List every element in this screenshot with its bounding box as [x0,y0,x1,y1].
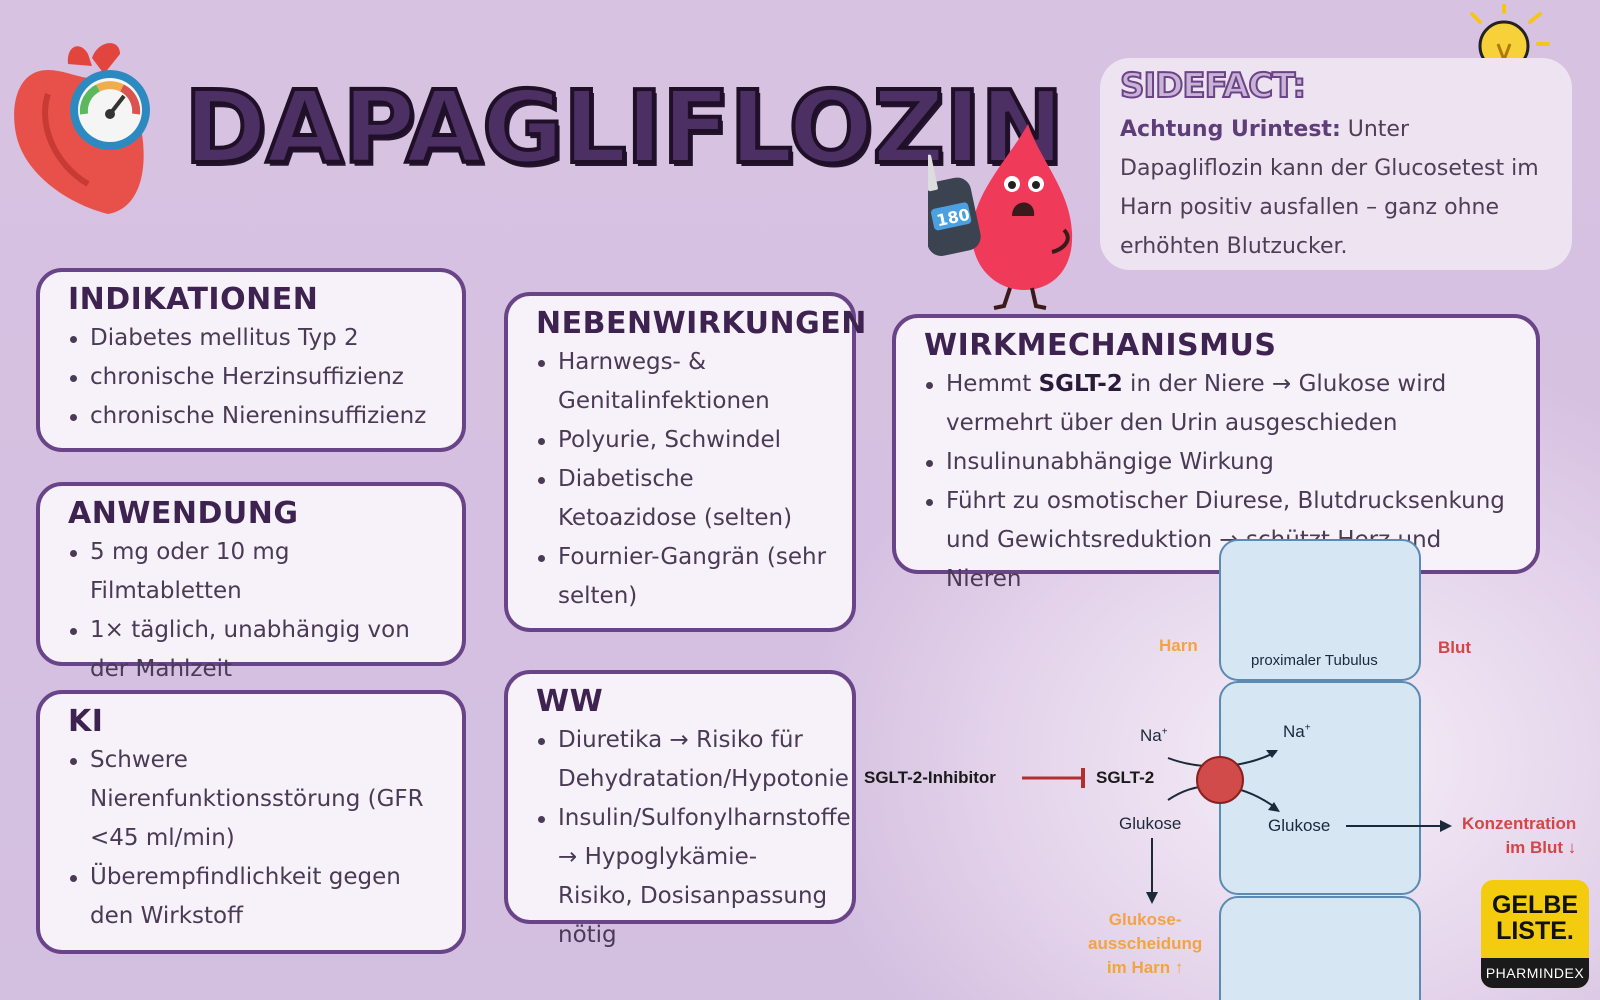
list-item: chronische Herzinsuffizienz [70,358,440,397]
list-item: Diabetische Ketoazidose (selten) [538,460,830,538]
nebenwirkungen-list: Harnwegs- & Genitalinfektionen Polyurie,… [536,343,830,616]
tubulus-cell-bottom [1219,896,1421,1000]
item-text: in der Niere → Glukose wird vermehrt übe… [946,371,1447,436]
sglt2-transporter [1196,756,1244,804]
card-anwendung: ANWENDUNG 5 mg oder 10 mg Filmtabletten … [36,482,466,682]
harn-label: Harn [1159,636,1198,655]
card-ki: KI Schwere Nierenfunktionsstörung (GFR <… [36,690,466,954]
tubulus-cell-top [1219,539,1421,681]
card-wirkmechanismus: WIRKMECHANISMUS Hemmt SGLT-2 in der Nier… [892,314,1540,592]
list-item: Polyurie, Schwindel [538,421,830,460]
logo-line: PHARMINDEX [1481,958,1589,988]
card-heading: WW [536,684,604,719]
konzentration-line: im Blut ↓ [1505,838,1577,857]
list-item: 1× täglich, unabhängig von der Mahlzeit [70,611,440,689]
card-heading: INDIKATIONEN [68,282,319,317]
list-item: Insulin/Sulfonylharnstoffe → Hypoglykämi… [538,799,851,955]
tubulus-cell-middle [1219,681,1421,895]
card-ww: WW Diuretika → Risiko für Dehydratation/… [504,670,856,948]
ki-list: Schwere Nierenfunktionsstörung (GFR <45 … [68,741,440,936]
sglt2-label: SGLT-2 [1096,768,1155,787]
list-item: Insulinunabhängige Wirkung [926,443,1514,482]
list-item: Überempfindlichkeit gegen den Wirkstoff [70,858,440,936]
list-item: Hemmt SGLT-2 in der Niere → Glukose wird… [926,365,1514,443]
sidefact-lead: Achtung Urintest: [1120,117,1341,142]
na-text: Na [1283,722,1305,741]
list-item: Diabetes mellitus Typ 2 [70,319,440,358]
na-text: Na [1140,726,1162,745]
gelbe-liste-logo: GELBE LISTE. PHARMINDEX [1481,880,1589,988]
blut-label: Blut [1438,638,1472,657]
na-right-label: Na+ [1283,722,1311,742]
sidefact-body: Unter Dapagliflozin kann der Glucosetest… [1120,117,1539,259]
ausscheidung-line: Glukose- [1108,910,1182,929]
inhibitor-label: SGLT-2-Inhibitor [864,768,996,787]
sidefact-text: Achtung Urintest: Unter Dapagliflozin ka… [1120,110,1554,266]
glukose-left-label: Glukose [1119,814,1182,833]
item-bold: SGLT-2 [1038,371,1123,397]
logo-line: LISTE. [1496,917,1574,945]
ausscheidung-line: ausscheidung [1088,934,1203,953]
heart-gauge-icon [14,43,150,214]
na-charge: + [1304,722,1311,734]
list-item: chronische Niereninsuffizienz [70,397,440,436]
card-heading: WIRKMECHANISMUS [924,328,1277,363]
ww-list: Diuretika → Risiko für Dehydratation/Hyp… [536,721,851,955]
list-item: 5 mg oder 10 mg Filmtabletten [70,533,440,611]
ausscheidung-line: im Harn ↑ [1106,958,1184,977]
list-item: Harnwegs- & Genitalinfektionen [538,343,830,421]
sidefact-box: SIDEFACT: Achtung Urintest: Unter Dapagl… [1100,58,1572,270]
card-indikationen: INDIKATIONEN Diabetes mellitus Typ 2 chr… [36,268,466,452]
item-text: Hemmt [946,371,1039,397]
card-nebenwirkungen: NEBENWIRKUNGEN Harnwegs- & Genitalinfekt… [504,292,867,632]
page-title: DAPAGLIFLOZIN [182,69,1066,186]
konzentration-line: Konzentration [1462,814,1577,833]
blood-drop-mascot-icon: 180 [928,124,1073,310]
indikationen-list: Diabetes mellitus Typ 2 chronische Herzi… [68,319,440,436]
logo-line: GELBE [1491,891,1579,919]
na-left-label: Na+ [1140,726,1168,746]
card-heading: NEBENWIRKUNGEN [536,306,867,341]
tubulus-label: proximaler Tubulus [1251,652,1378,669]
na-charge: + [1161,726,1168,738]
card-heading: KI [68,704,104,739]
card-heading: ANWENDUNG [68,496,299,531]
konzentration-label: Konzentration im Blut ↓ [1462,812,1576,860]
list-item: Diuretika → Risiko für Dehydratation/Hyp… [538,721,849,799]
anwendung-list: 5 mg oder 10 mg Filmtabletten 1× täglich… [68,533,440,689]
ausscheidung-label: Glukose- ausscheidung im Harn ↑ [1088,908,1202,980]
sidefact-heading: SIDEFACT: [1119,65,1307,107]
list-item: Schwere Nierenfunktionsstörung (GFR <45 … [70,741,440,858]
glukose-right-label: Glukose [1268,816,1331,835]
list-item: Fournier-Gangrän (sehr selten) [538,538,830,616]
